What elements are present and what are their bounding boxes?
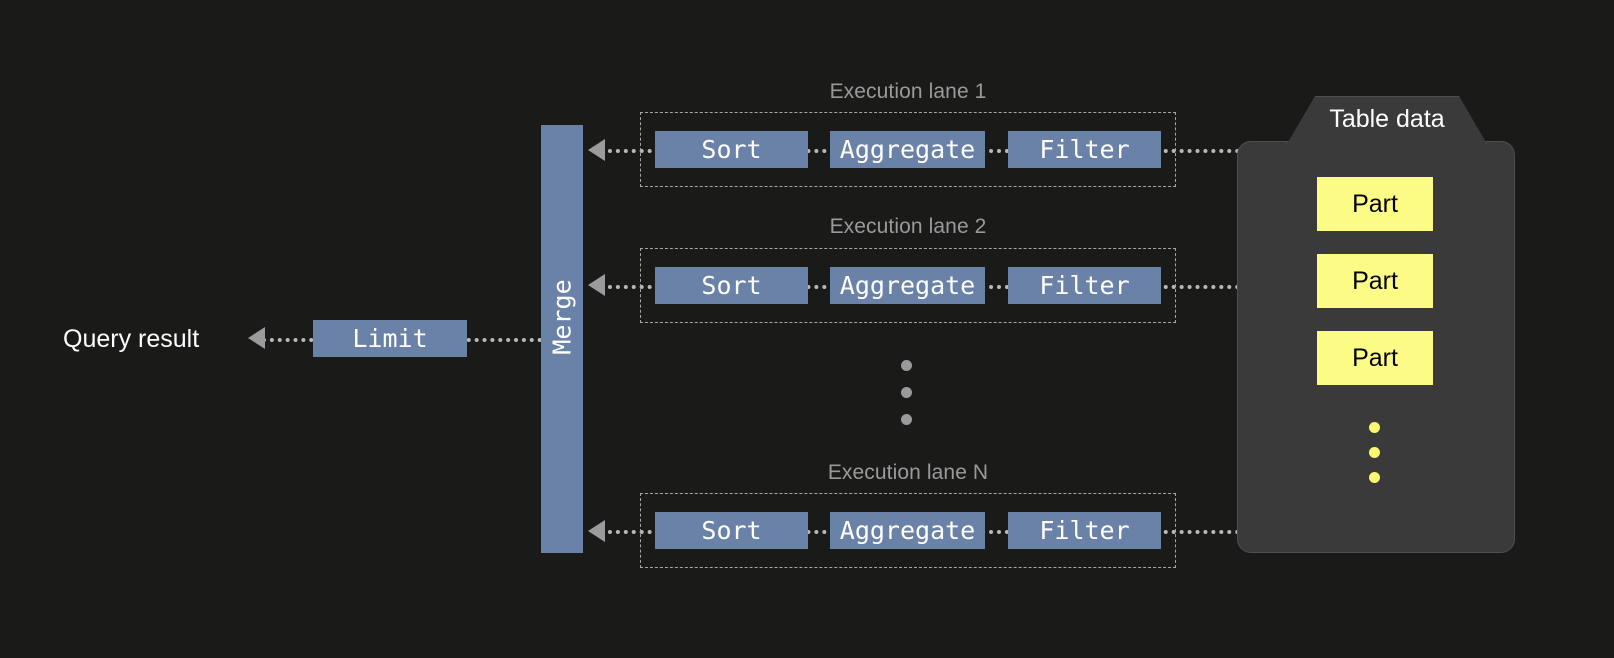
lane-n-stage-sort[interactable]: Sort [655, 512, 808, 549]
ellipsis-dot [1369, 472, 1380, 483]
lane-label-1: Execution lane 1 [829, 80, 987, 103]
lane-n-stage-aggregate[interactable]: Aggregate [830, 512, 985, 549]
part-box-3[interactable]: Part [1317, 331, 1433, 385]
lane-1-stage-filter[interactable]: Filter [1008, 131, 1161, 168]
ellipsis-dot [901, 387, 912, 398]
lane-frame-2 [640, 248, 1176, 323]
lane-1-stage-sort[interactable]: Sort [655, 131, 808, 168]
arrow-to-query-result [248, 327, 265, 349]
merge-label: Merge [547, 279, 577, 355]
part-box-1[interactable]: Part [1317, 177, 1433, 231]
ellipsis-dot [1369, 422, 1380, 433]
ellipsis-dot [901, 414, 912, 425]
arrow-lane-n-to-merge [588, 520, 605, 542]
arrow-lane-1-to-merge [588, 139, 605, 161]
lane-1-stage-aggregate[interactable]: Aggregate [830, 131, 985, 168]
table-data-panel: Table data [1237, 96, 1515, 553]
lane-ellipsis [901, 360, 912, 425]
ellipsis-dot [901, 360, 912, 371]
table-data-ellipsis [1369, 422, 1380, 483]
lane-n-stage-filter[interactable]: Filter [1008, 512, 1161, 549]
lane-2-stage-aggregate[interactable]: Aggregate [830, 267, 985, 304]
limit-box[interactable]: Limit [313, 320, 467, 357]
lane-label-2: Execution lane 2 [829, 215, 987, 238]
lane-frame-1 [640, 112, 1176, 187]
query-result-label: Query result [63, 325, 200, 353]
table-data-tab: Table data [1287, 96, 1487, 144]
ellipsis-dot [1369, 447, 1380, 458]
table-data-title: Table data [1329, 105, 1445, 133]
lane-frame-n [640, 493, 1176, 568]
lane-2-stage-filter[interactable]: Filter [1008, 267, 1161, 304]
arrow-lane-2-to-merge [588, 274, 605, 296]
lane-2-stage-sort[interactable]: Sort [655, 267, 808, 304]
lane-label-n: Execution lane N [827, 461, 989, 484]
part-box-2[interactable]: Part [1317, 254, 1433, 308]
merge-bar[interactable]: Merge [541, 125, 583, 553]
